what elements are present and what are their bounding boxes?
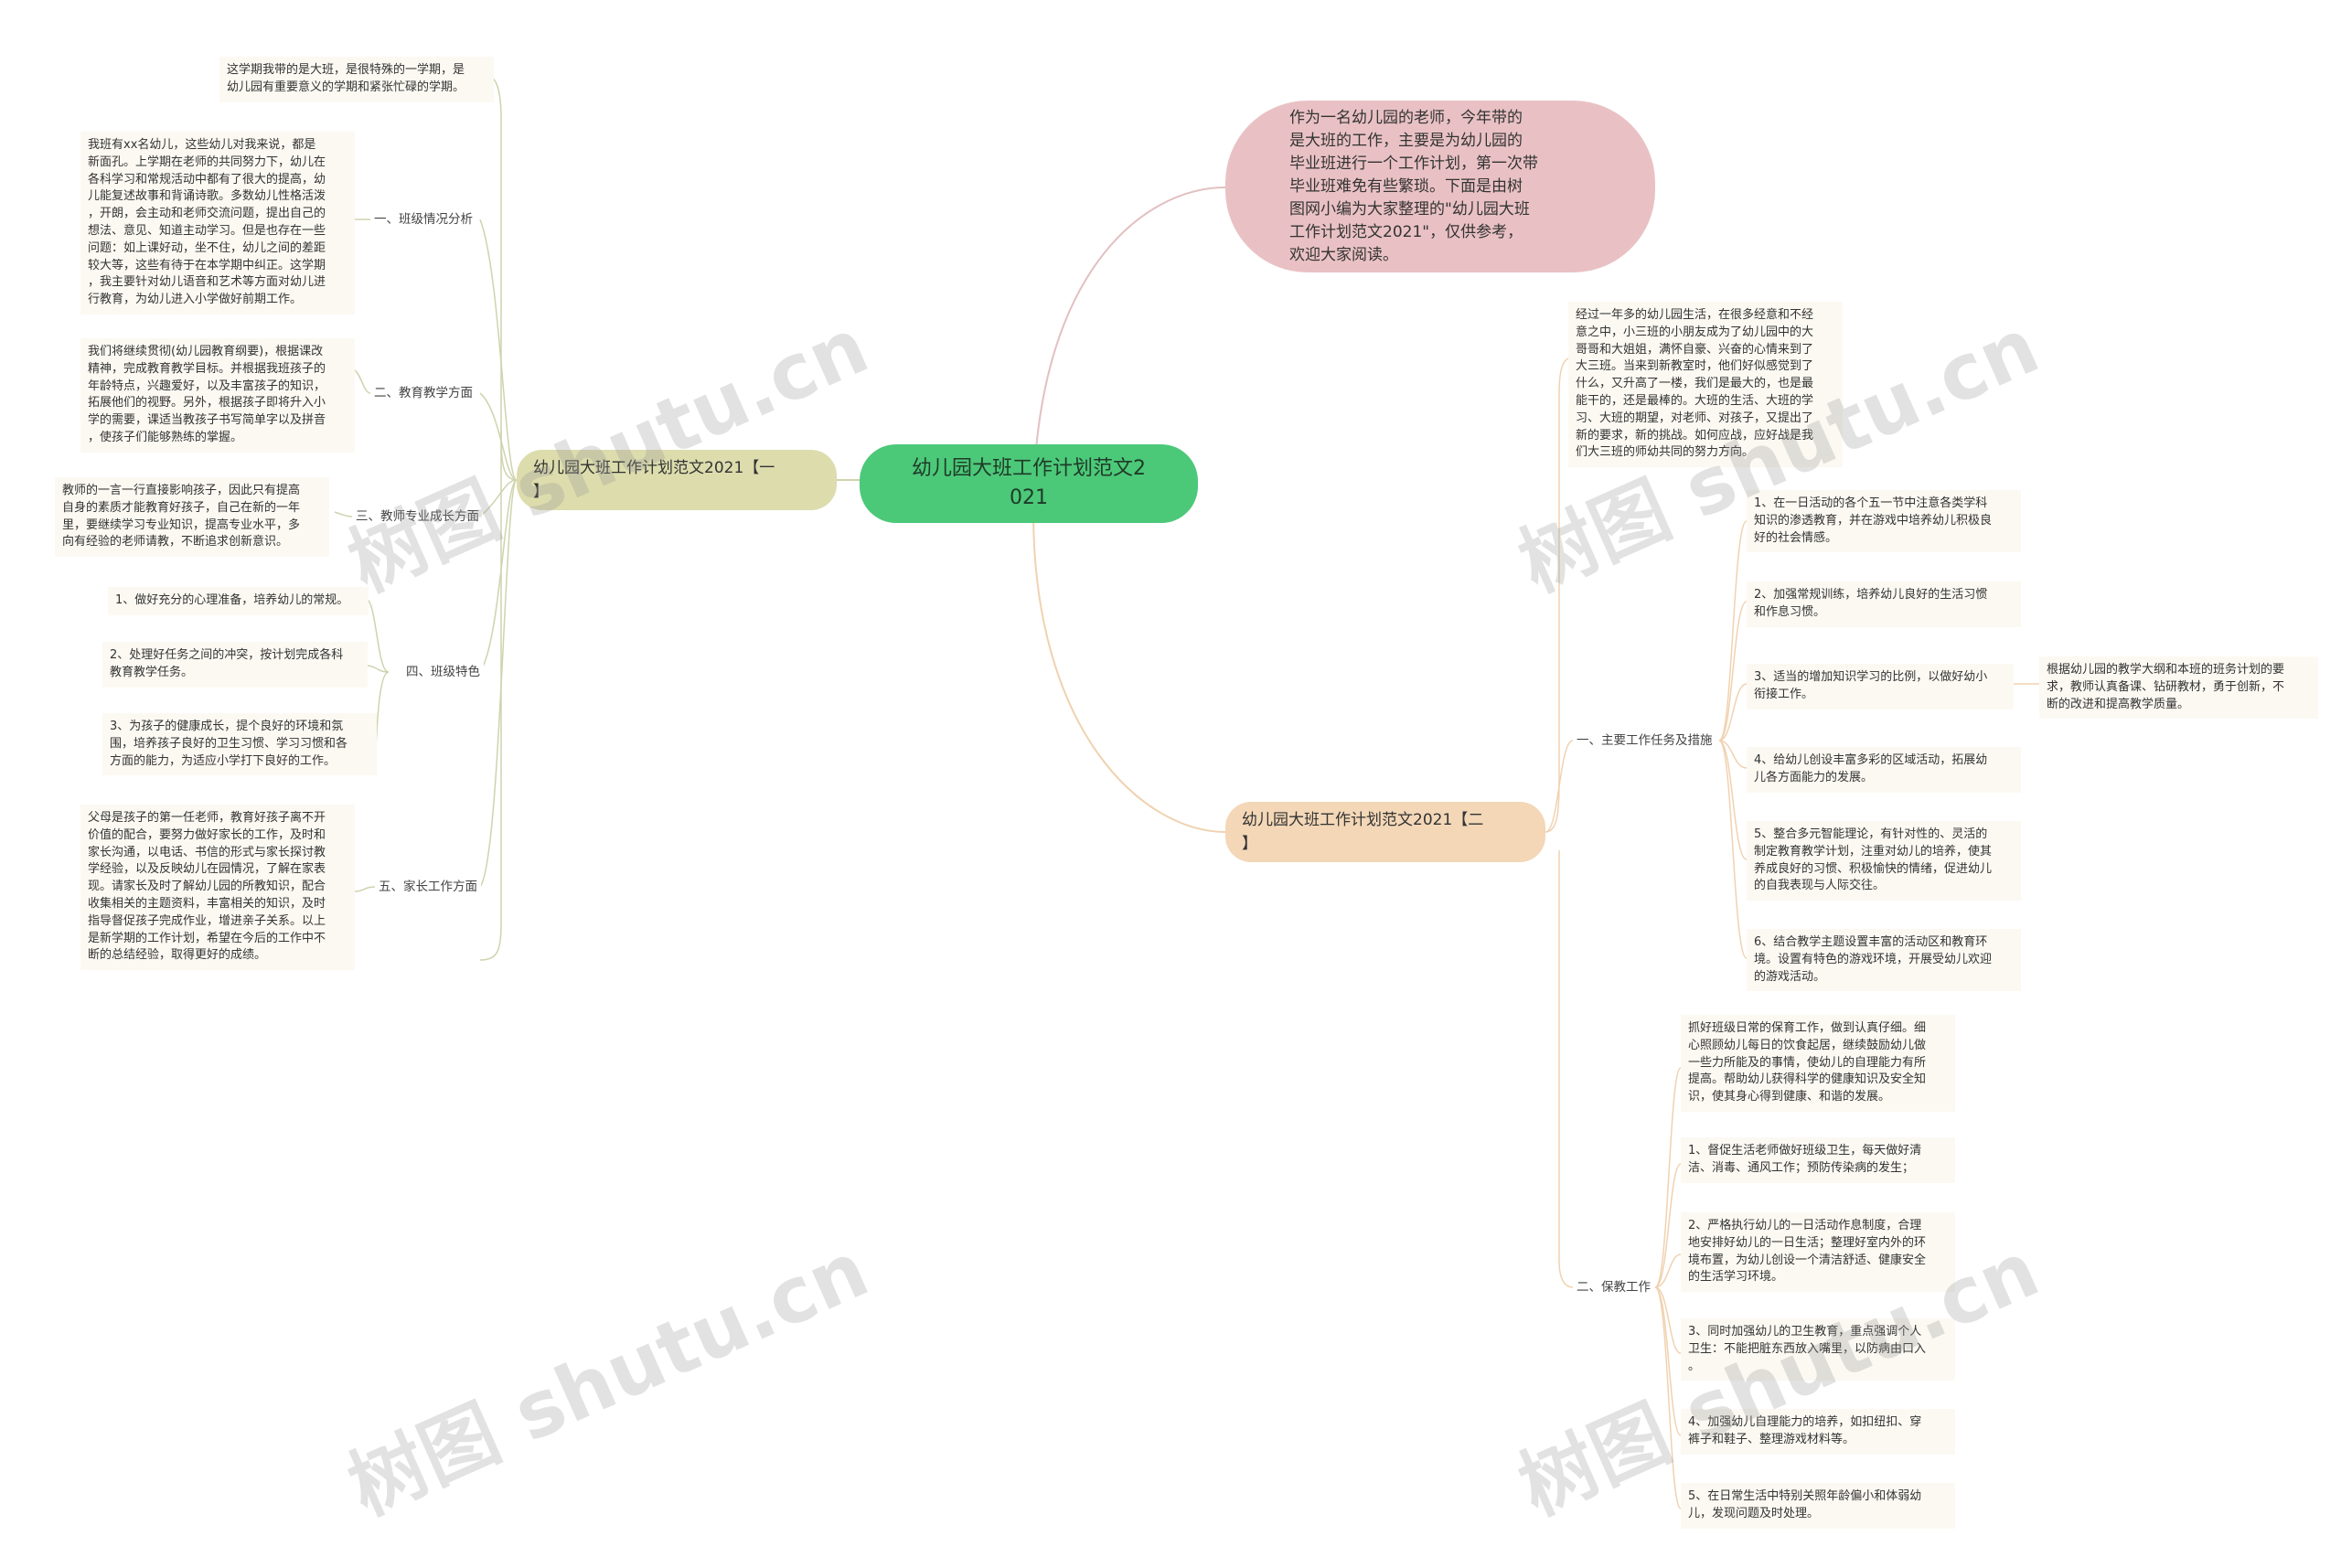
b2-s1-leaf-3[interactable]: 3、适当的增加知识学习的比例，以做好幼小 衔接工作。 bbox=[1747, 664, 2014, 709]
b1-s5-leaf-1[interactable]: 父母是孩子的第一任老师，教育好孩子离不开 价值的配合，要努力做好家长的工作，及时… bbox=[80, 805, 355, 971]
b1-s2-leaf-1[interactable]: 我们将继续贯彻(幼儿园教育纲要)，根据课改 精神，完成教育教学目标。并根据我班孩… bbox=[80, 338, 355, 453]
b2-s1-leaf-6[interactable]: 6、结合教学主题设置丰富的活动区和教育环 境。设置有特色的游戏环境，开展受幼儿欢… bbox=[1747, 929, 2021, 992]
b1-s1-leaf-1[interactable]: 我班有xx名幼儿，这些幼儿对我来说，都是 新面孔。上学期在老师的共同努力下，幼儿… bbox=[80, 132, 355, 315]
b2-s2-leaf-5[interactable]: 4、加强幼儿自理能力的培养，如扣纽扣、穿 裤子和鞋子、整理游戏材料等。 bbox=[1681, 1409, 1955, 1455]
branch-plan-1[interactable]: 幼儿园大班工作计划范文2021【一 】 bbox=[517, 450, 837, 510]
b1-section-4[interactable]: 四、班级特色 bbox=[402, 663, 484, 681]
b1-opening-leaf[interactable]: 这学期我带的是大班，是很特殊的一学期，是 幼儿园有重要意义的学期和紧张忙碌的学期… bbox=[219, 57, 494, 102]
branch-plan-2[interactable]: 幼儿园大班工作计划范文2021【二 】 bbox=[1225, 802, 1545, 862]
b2-section-1[interactable]: 一、主要工作任务及措施 bbox=[1573, 731, 1716, 750]
intro-node[interactable]: 作为一名幼儿园的老师，今年带的 是大班的工作，主要是为幼儿园的 毕业班进行一个工… bbox=[1225, 101, 1655, 272]
b2-opening-leaf[interactable]: 经过一年多的幼儿园生活，在很多经意和不经 意之中，小三班的小朋友成为了幼儿园中的… bbox=[1568, 302, 1843, 468]
b1-s4-leaf-1[interactable]: 1、做好充分的心理准备，培养幼儿的常规。 bbox=[108, 587, 369, 615]
root-topic[interactable]: 幼儿园大班工作计划范文2 021 bbox=[860, 444, 1198, 523]
b1-section-3[interactable]: 三、教师专业成长方面 bbox=[352, 507, 483, 526]
b2-s1-subleaf[interactable]: 根据幼儿园的教学大纲和本班的班务计划的要 求，教师认真备课、钻研教材，勇于创新，… bbox=[2039, 656, 2318, 720]
b2-s1-leaf-2[interactable]: 2、加强常规训练，培养幼儿良好的生活习惯 和作息习惯。 bbox=[1747, 581, 2021, 627]
b2-s2-leaf-3[interactable]: 2、严格执行幼儿的一日活动作息制度，合理 地安排好幼儿的一日生活；整理好室内外的… bbox=[1681, 1212, 1955, 1293]
b2-s2-leaf-2[interactable]: 1、督促生活老师做好班级卫生，每天做好清 洁、消毒、通风工作；预防传染病的发生； bbox=[1681, 1137, 1955, 1183]
b1-s4-leaf-2[interactable]: 2、处理好任务之间的冲突，按计划完成各科 教育教学任务。 bbox=[102, 642, 368, 688]
b2-section-2[interactable]: 二、保教工作 bbox=[1573, 1278, 1654, 1296]
b1-section-1[interactable]: 一、班级情况分析 bbox=[370, 210, 476, 229]
b1-section-2[interactable]: 二、教育教学方面 bbox=[370, 384, 476, 402]
b2-s1-leaf-1[interactable]: 1、在一日活动的各个五一节中注意各类学科 知识的渗透教育，并在游戏中培养幼儿积极… bbox=[1747, 490, 2021, 553]
b2-s1-leaf-5[interactable]: 5、整合多元智能理论，有针对性的、灵活的 制定教育教学计划，注重对幼儿的培养，使… bbox=[1747, 821, 2021, 901]
watermark: 树图 shutu.cn bbox=[336, 1224, 881, 1532]
b1-section-5[interactable]: 五、家长工作方面 bbox=[375, 878, 481, 896]
b1-s3-leaf-1[interactable]: 教师的一言一行直接影响孩子，因此只有提高 自身的素质才能教育好孩子，自己在新的一… bbox=[55, 477, 329, 558]
b2-s2-leaf-6[interactable]: 5、在日常生活中特别关照年龄偏小和体弱幼 儿，发现问题及时处理。 bbox=[1681, 1483, 1955, 1529]
b1-s4-leaf-3[interactable]: 3、为孩子的健康成长，提个良好的环境和氛 围，培养孩子良好的卫生习惯、学习习惯和… bbox=[102, 713, 377, 776]
b2-s1-leaf-4[interactable]: 4、给幼儿创设丰富多彩的区域活动，拓展幼 儿各方面能力的发展。 bbox=[1747, 747, 2021, 793]
b2-s2-leaf-4[interactable]: 3、同时加强幼儿的卫生教育，重点强调个人 卫生：不能把脏东西放入嘴里，以防病由口… bbox=[1681, 1318, 1955, 1381]
b2-s2-leaf-1[interactable]: 抓好班级日常的保育工作，做到认真仔细。细 心照顾幼儿每日的饮食起居，继续鼓励幼儿… bbox=[1681, 1015, 1955, 1112]
